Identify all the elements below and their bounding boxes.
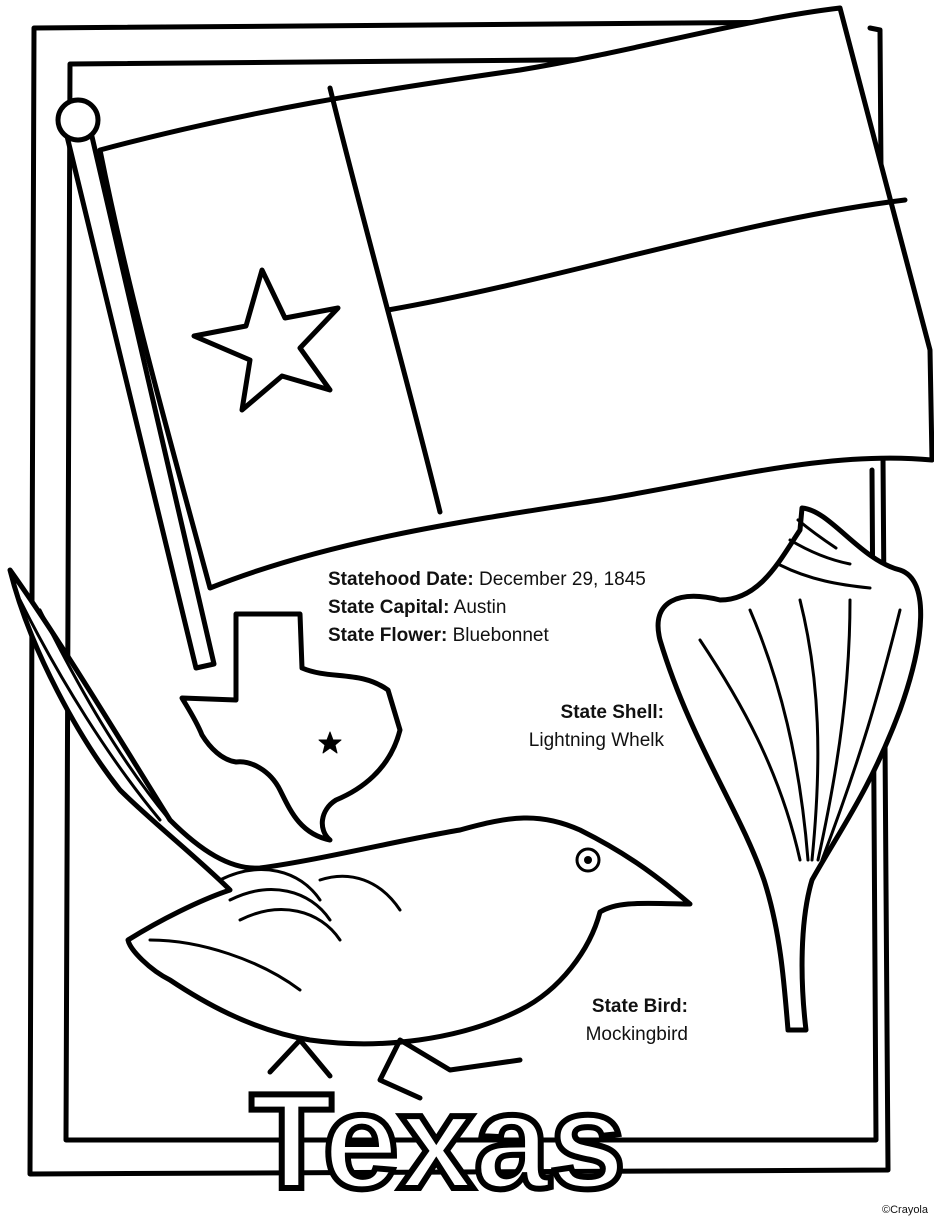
- texas-title-text: Texas: [250, 1065, 626, 1217]
- shell-caption: State Shell: Lightning Whelk: [529, 699, 664, 755]
- flower-value: Bluebonnet: [452, 625, 549, 646]
- outer-frame: [27, 19, 891, 1177]
- flower-label: State Flower:: [328, 625, 448, 646]
- copyright-text: ©Crayola: [881, 1204, 928, 1216]
- statehood-label: Statehood Date:: [328, 569, 474, 590]
- bird-caption: State Bird: Mockingbird: [586, 993, 688, 1049]
- austin-star: [318, 731, 342, 754]
- state-facts: Statehood Date: December 29, 1845 State …: [328, 566, 708, 650]
- flag-outline: [97, 5, 934, 591]
- texas-title-art: Texas: [247, 1062, 629, 1220]
- capital-line: State Capital: Austin: [328, 594, 708, 622]
- flower-line: State Flower: Bluebonnet: [328, 622, 708, 650]
- statehood-value: December 29, 1845: [478, 569, 646, 590]
- flag-star: [191, 267, 341, 413]
- bird-label: State Bird:: [591, 996, 688, 1017]
- capital-value: Austin: [453, 597, 507, 618]
- flag-pole-ball: [55, 97, 101, 143]
- capital-label: State Capital:: [328, 597, 450, 618]
- flag-vertical-division: [327, 85, 443, 515]
- shell-label: State Shell:: [560, 702, 664, 723]
- texas-map: [179, 611, 403, 843]
- shell-value: Lightning Whelk: [528, 730, 664, 751]
- bird-value: Mockingbird: [585, 1024, 688, 1045]
- mockingbird: [7, 567, 693, 1047]
- bird-eye: [575, 847, 601, 873]
- statehood-line: Statehood Date: December 29, 1845: [328, 566, 708, 594]
- flag-horizontal-division: [385, 197, 908, 313]
- whelk-shell: [655, 505, 924, 1033]
